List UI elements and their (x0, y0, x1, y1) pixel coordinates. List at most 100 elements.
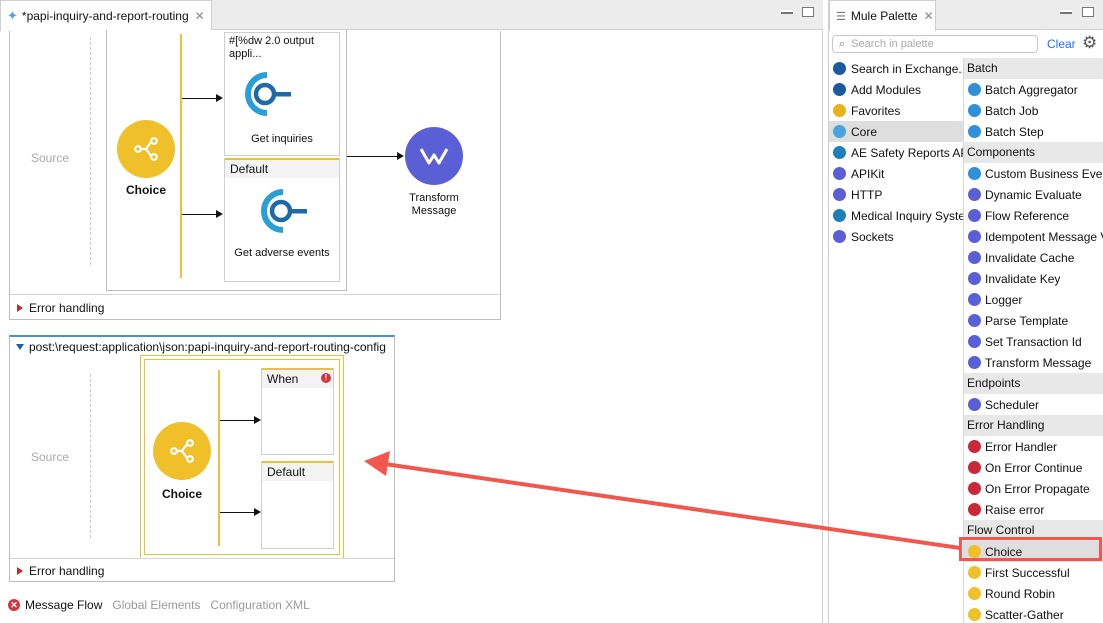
palette-category-item[interactable]: Favorites (829, 100, 963, 121)
gear-icon[interactable]: ⚙ (1082, 33, 1098, 52)
palette-icon: ☰ (836, 10, 846, 23)
palette-component-item[interactable]: First Successful (964, 562, 1103, 583)
route-default-2[interactable]: Default (261, 461, 334, 549)
close-icon[interactable]: ✕ (923, 9, 934, 23)
component-icon (968, 209, 981, 222)
flow-1-container[interactable]: Source Choice #[%dw 2.0 output appli... … (9, 30, 501, 320)
palette-component-item[interactable]: Logger (964, 289, 1103, 310)
tab-global-elements[interactable]: Global Elements (112, 598, 201, 612)
source-divider (90, 37, 91, 265)
palette-category-item[interactable]: AE Safety Reports AP (829, 142, 963, 163)
palette-component-item[interactable]: Transform Message (964, 352, 1103, 373)
palette-tab[interactable]: ☰ Mule Palette ✕ (829, 0, 936, 31)
palette-component-item[interactable]: Batch Step (964, 121, 1103, 142)
source-divider (90, 374, 91, 538)
palette-component-label: Flow Reference (985, 208, 1070, 223)
arrow-line (220, 512, 256, 513)
palette-component-item[interactable]: Custom Business Event (964, 163, 1103, 184)
palette-component-item[interactable]: Error Handler (964, 436, 1103, 457)
maximize-icon[interactable] (1082, 7, 1094, 17)
route-when-2[interactable]: When ! (261, 368, 334, 455)
component-icon (968, 335, 981, 348)
route-when-1[interactable]: #[%dw 2.0 output appli... Get inquiries (224, 32, 340, 156)
mule-icon: ✦ (7, 8, 18, 23)
palette-search-input[interactable]: ⌕ Search in palette (832, 35, 1038, 53)
palette-component-item[interactable]: Choice (964, 541, 1103, 562)
palette-component-label: Batch Aggregator (985, 82, 1078, 97)
divider (10, 558, 394, 559)
palette-component-item[interactable]: Set Transaction Id (964, 331, 1103, 352)
palette-component-item[interactable]: Invalidate Cache (964, 247, 1103, 268)
palette-category-item[interactable]: Core (829, 121, 963, 142)
component-icon (968, 398, 981, 411)
palette-component-label: Set Transaction Id (985, 334, 1082, 349)
minimize-icon[interactable] (1060, 10, 1072, 14)
palette-category-item[interactable]: APIKit (829, 163, 963, 184)
palette-section-header: Error Handling (964, 415, 1103, 436)
palette-component-item[interactable]: On Error Propagate (964, 478, 1103, 499)
choice-label: Choice (161, 487, 202, 501)
transform-message-label: Transform Message (409, 192, 459, 217)
palette-component-item[interactable]: Round Robin (964, 583, 1103, 604)
palette-category-item[interactable]: HTTP (829, 184, 963, 205)
flow-2-container[interactable]: post:\request:application\json:papi-inqu… (9, 335, 395, 582)
component-icon (968, 188, 981, 201)
flow-2-header[interactable]: post:\request:application\json:papi-inqu… (16, 340, 394, 354)
tab-configuration-xml[interactable]: Configuration XML (210, 598, 310, 612)
palette-tab-bar: ☰ Mule Palette ✕ (829, 0, 1103, 31)
component-icon (968, 356, 981, 369)
error-icon: ✕ (8, 599, 20, 611)
clear-button[interactable]: Clear (1047, 37, 1076, 51)
mule-icon (833, 125, 846, 138)
component-icon (968, 440, 981, 453)
palette-component-item[interactable]: Flow Reference (964, 205, 1103, 226)
palette-component-item[interactable]: Idempotent Message V (964, 226, 1103, 247)
arrow-head (216, 210, 223, 218)
component-icon (968, 104, 981, 117)
divider (10, 294, 500, 295)
palette-category-item[interactable]: Add Modules (829, 79, 963, 100)
palette-component-item[interactable]: Batch Job (964, 100, 1103, 121)
palette-section-header: Components (964, 142, 1103, 163)
minimize-icon[interactable] (781, 10, 793, 14)
connector-icon[interactable] (235, 69, 295, 122)
palette-category-item[interactable]: Medical Inquiry Syste (829, 205, 963, 226)
palette-component-item[interactable]: Scheduler (964, 394, 1103, 415)
palette-section-header: Batch (964, 58, 1103, 79)
choice-scope-2-selection[interactable]: Choice When ! Default (140, 355, 344, 559)
connector-icon (833, 209, 846, 222)
palette-component-item[interactable]: On Error Continue (964, 457, 1103, 478)
choice-icon[interactable] (117, 120, 175, 178)
collapse-icon (16, 344, 24, 350)
component-icon (968, 587, 981, 600)
transform-message-icon[interactable] (405, 127, 463, 185)
route-default-header: Default (262, 461, 333, 481)
maximize-icon[interactable] (802, 7, 814, 17)
choice-scope-1[interactable]: Choice #[%dw 2.0 output appli... Get inq… (106, 30, 347, 291)
error-handling-toggle[interactable]: Error handling (17, 564, 104, 578)
route-default-1[interactable]: Default Get adverse events (224, 158, 340, 282)
editor-tab[interactable]: ✦ *papi-inquiry-and-report-routing ✕ (0, 0, 212, 31)
error-icon[interactable]: ! (321, 373, 331, 383)
palette-component-item[interactable]: Invalidate Key (964, 268, 1103, 289)
close-icon[interactable]: ✕ (194, 9, 205, 23)
palette-component-item[interactable]: Raise error (964, 499, 1103, 520)
choice-icon[interactable] (153, 422, 211, 480)
error-handling-toggle[interactable]: Error handling (17, 301, 104, 315)
tab-message-flow[interactable]: Message Flow (25, 598, 103, 612)
connector-icon[interactable] (251, 186, 311, 239)
choice-scope-2[interactable]: Choice When ! Default (144, 359, 340, 555)
arrow-line (182, 214, 218, 215)
palette-component-item[interactable]: Dynamic Evaluate (964, 184, 1103, 205)
palette-component-item[interactable]: Scatter-Gather (964, 604, 1103, 623)
palette-category-item[interactable]: Search in Exchange... (829, 58, 963, 79)
error-handling-label: Error handling (29, 564, 105, 578)
route-when-expression[interactable]: #[%dw 2.0 output appli... (229, 35, 315, 60)
editor-tab-bar: ✦ *papi-inquiry-and-report-routing ✕ (0, 0, 823, 31)
palette-component-item[interactable]: Parse Template (964, 310, 1103, 331)
palette-component-item[interactable]: Batch Aggregator (964, 79, 1103, 100)
palette-category-item[interactable]: Sockets (829, 226, 963, 247)
component-icon (968, 83, 981, 96)
